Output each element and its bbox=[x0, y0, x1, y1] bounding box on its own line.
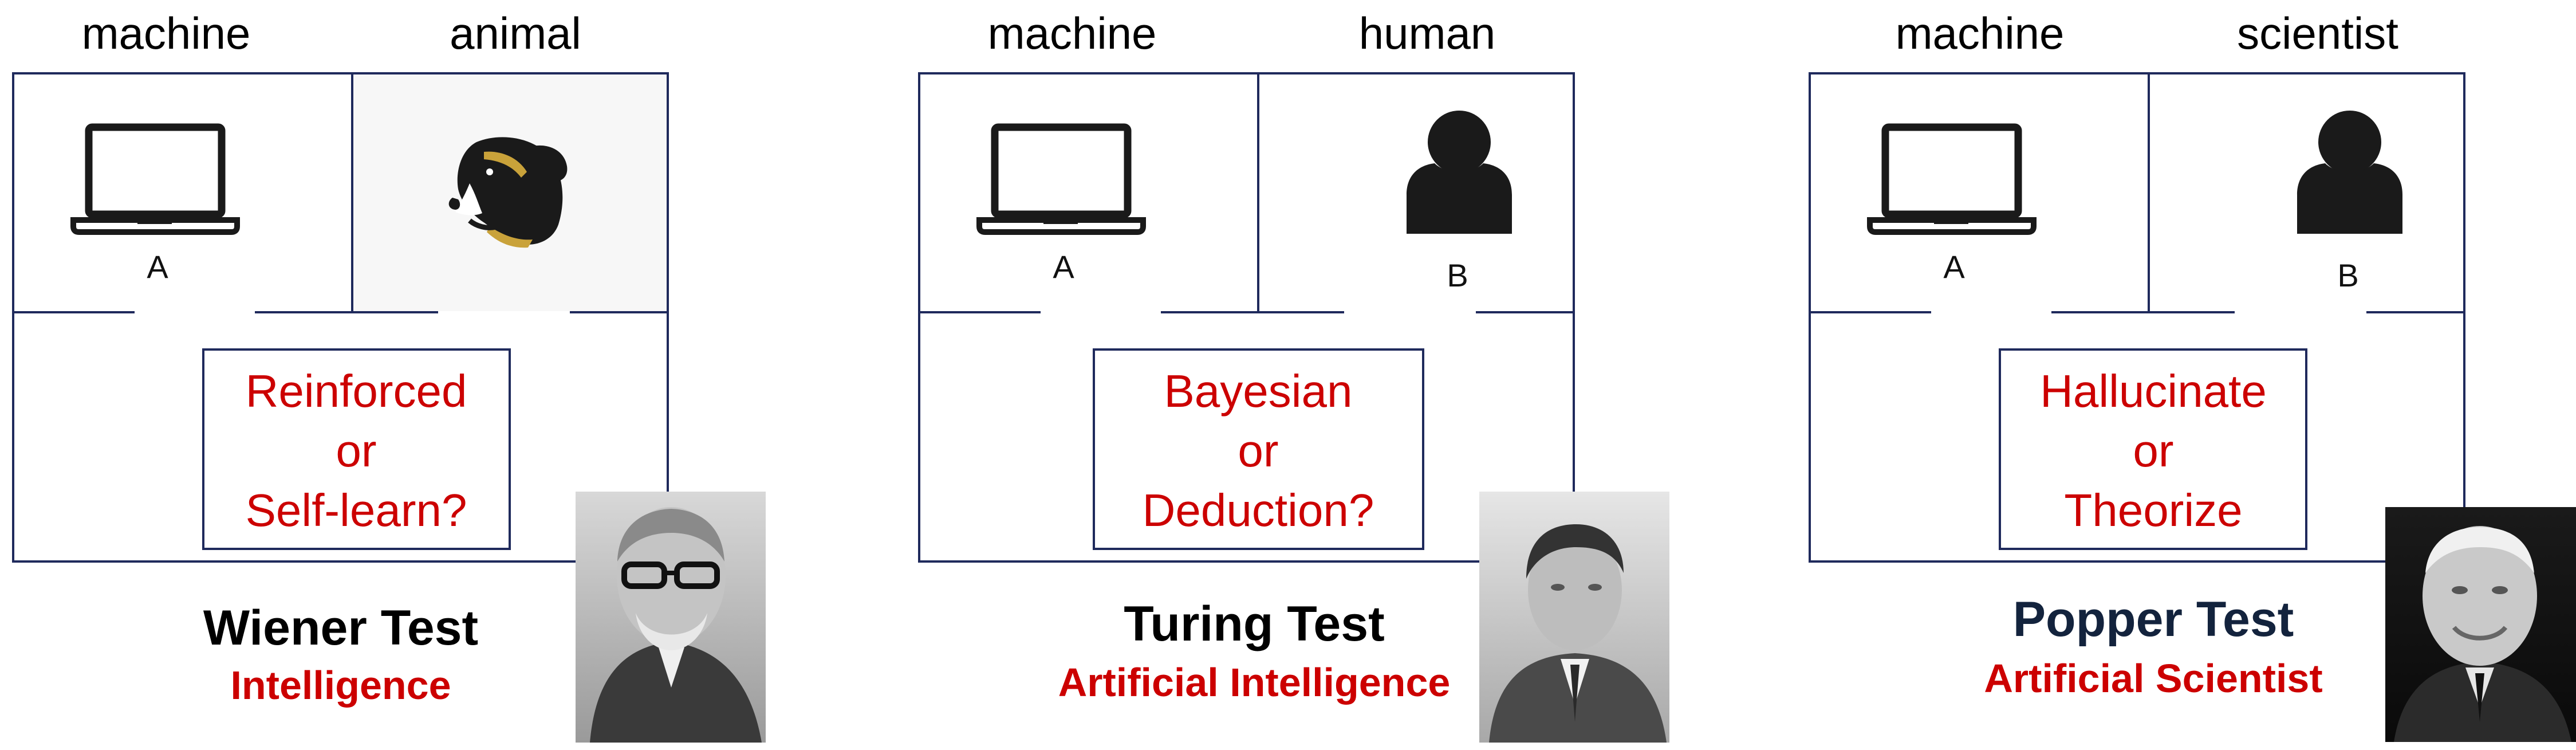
right-column-label: animal bbox=[450, 8, 581, 58]
left-column-label: machine bbox=[1896, 8, 2065, 58]
left-column-label: machine bbox=[82, 8, 251, 58]
room-a-label: A bbox=[1943, 249, 1965, 285]
room-frame bbox=[12, 72, 669, 563]
laptop-icon bbox=[1867, 123, 2037, 235]
question-line-3: Deduction? bbox=[1143, 485, 1374, 536]
room-b-label: B bbox=[2337, 257, 2358, 293]
laptop-icon bbox=[976, 123, 1146, 235]
test-title: Popper Test bbox=[2013, 592, 2294, 647]
room-a-label: A bbox=[1053, 249, 1074, 285]
room-b-label: B bbox=[1447, 257, 1468, 293]
laptop-icon bbox=[70, 123, 240, 235]
panel-popper: machine scientist A B Hallucinate or The… bbox=[1809, 8, 2576, 742]
room-frame bbox=[1809, 72, 2465, 563]
question-line-2: or bbox=[2133, 425, 2173, 476]
test-subtitle: Intelligence bbox=[230, 663, 451, 708]
question-box bbox=[1999, 348, 2307, 550]
panel-turing: machine human A B Bayesian or Deduction?… bbox=[918, 8, 1669, 743]
question-line-1: Hallucinate bbox=[2040, 366, 2267, 417]
question-line-3: Self-learn? bbox=[246, 485, 467, 536]
right-column-label: scientist bbox=[2237, 8, 2398, 58]
test-subtitle: Artificial Scientist bbox=[1984, 656, 2322, 701]
norbert-wiener-portrait bbox=[576, 492, 766, 743]
question-line-3: Theorize bbox=[2064, 485, 2242, 536]
test-subtitle: Artificial Intelligence bbox=[1058, 660, 1451, 705]
question-line-1: Reinforced bbox=[246, 366, 467, 417]
room-a-label: A bbox=[147, 249, 168, 285]
question-line-2: or bbox=[1238, 425, 1278, 476]
person-icon bbox=[2297, 111, 2402, 234]
question-box bbox=[1093, 348, 1424, 550]
question-box bbox=[202, 348, 511, 550]
question-line-1: Bayesian bbox=[1164, 366, 1352, 417]
dog-head-icon bbox=[448, 137, 568, 248]
test-title: Turing Test bbox=[1124, 596, 1384, 651]
left-column-label: machine bbox=[988, 8, 1157, 58]
panel-wiener: machine animal A Reinforced bbox=[12, 8, 766, 743]
question-line-2: or bbox=[336, 425, 376, 476]
right-column-label: human bbox=[1359, 8, 1496, 58]
room-frame bbox=[918, 72, 1575, 563]
alan-turing-portrait bbox=[1479, 492, 1669, 743]
karl-popper-portrait bbox=[2385, 507, 2576, 742]
test-title: Wiener Test bbox=[203, 600, 478, 655]
person-icon bbox=[1407, 111, 1512, 234]
